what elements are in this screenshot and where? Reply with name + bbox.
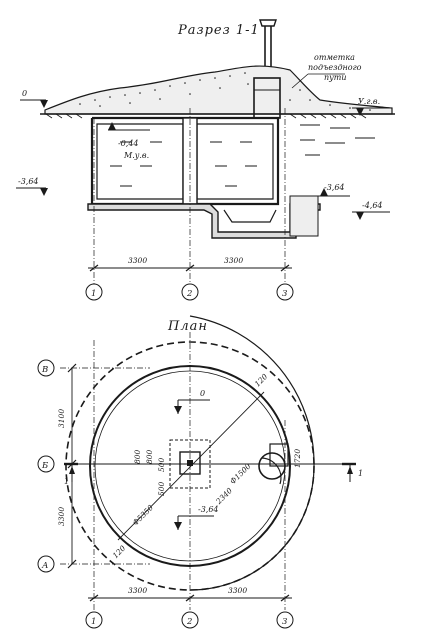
cut-label-right: 1 [358, 469, 363, 478]
diameter-outer-label: Ф5350 [131, 503, 155, 527]
road-note-line1: отметка [314, 53, 355, 62]
level-044-label: -0,44 [118, 139, 139, 148]
plan-view: План 1 1 800 800 500 [37, 315, 363, 629]
dim-120-b: 120 [253, 372, 270, 389]
dim-1720: 1720 [293, 449, 302, 468]
level-mark-464: -4,64 [352, 201, 390, 220]
road-note-line3: пути [324, 73, 347, 82]
ground-hatch [45, 113, 367, 119]
axis-marker-v: В [41, 365, 48, 375]
level-mark-zero: 0 [20, 89, 48, 108]
plan-axis-markers: 1 2 3 [85, 611, 294, 629]
axis-marker-1-bottom: 1 [91, 617, 96, 627]
diameter-line [117, 391, 265, 541]
dim-120-a: 120 [111, 543, 128, 560]
soil-embankment [44, 65, 393, 115]
cut-marker-right: 1 [347, 464, 363, 482]
axis-marker-2-top: 2 [186, 289, 192, 299]
axis-marker-3-bottom: 3 [282, 617, 287, 627]
row-axis-markers: В Б А [37, 359, 55, 573]
radius-label: 2340 [214, 486, 235, 507]
level-364-left-label: -3,64 [18, 177, 39, 186]
plan-title: План [167, 319, 208, 334]
plan-364-label: -3,64 [198, 505, 219, 514]
section-dim-left: 3300 [128, 256, 147, 265]
water-level-marks [110, 124, 375, 187]
level-464-label: -4,64 [362, 201, 383, 210]
muv-label: М.у.в. [123, 151, 149, 160]
axis-marker-2-bottom: 2 [186, 617, 192, 627]
side-soil-block [289, 195, 319, 237]
cut-label-left: 1 [64, 477, 69, 486]
axis-marker-3-top: 3 [282, 289, 287, 299]
plan-left-dimensions: 3100 3300 [57, 363, 77, 569]
level-mark-364-right: -3,64 [318, 183, 350, 197]
section-dim-right: 3300 [224, 256, 243, 265]
ugv-label: У.г.в. [358, 97, 380, 106]
level-zero-label: 0 [22, 89, 27, 98]
axis-marker-1-top: 1 [91, 289, 96, 299]
plan-dim-bottom-left: 3300 [128, 586, 147, 595]
diameter-inner-label: Ф1500 [228, 461, 252, 485]
plan-level-zero: 0 [174, 389, 210, 414]
axis-marker-a: А [41, 561, 48, 571]
dim-800-b: 800 [145, 449, 154, 464]
road-note-line2: подъездного [308, 63, 362, 72]
tank-wall [90, 116, 280, 206]
level-mark-364-left: -3,64 [16, 177, 48, 196]
spiral-arc [189, 315, 315, 591]
column-core [179, 451, 201, 475]
plan-bottom-dimensions: 3300 3300 [88, 586, 292, 602]
axis-marker-b: Б [41, 461, 49, 471]
dim-3100-top: 3100 [57, 409, 66, 428]
plan-level-364: -3,64 [174, 505, 219, 530]
soil-hatch [79, 72, 371, 111]
column-outline [169, 439, 211, 489]
section-axis-markers: 1 2 3 [85, 283, 294, 301]
dim-3300-left: 3300 [57, 507, 66, 526]
section-dimensions: 3300 3300 [88, 256, 292, 272]
level-mark-044: -0,44 М.у.в. [108, 122, 150, 160]
section-title: Разрез 1-1 [177, 23, 260, 38]
dim-800-a: 800 [133, 449, 142, 464]
ugv-mark: У.г.в. [352, 97, 392, 116]
plan-dim-bottom-right: 3300 [228, 586, 247, 595]
plan-zero-label: 0 [200, 389, 205, 398]
dim-500-b: 500 [157, 457, 166, 472]
level-364-right-label: -3,64 [324, 183, 345, 192]
road-note: отметка подъездного пути [291, 53, 362, 89]
section-view: Разрез 1-1 [16, 19, 395, 301]
dim-500-a: 500 [157, 481, 166, 496]
manhole-plan: 1720 [258, 443, 302, 485]
